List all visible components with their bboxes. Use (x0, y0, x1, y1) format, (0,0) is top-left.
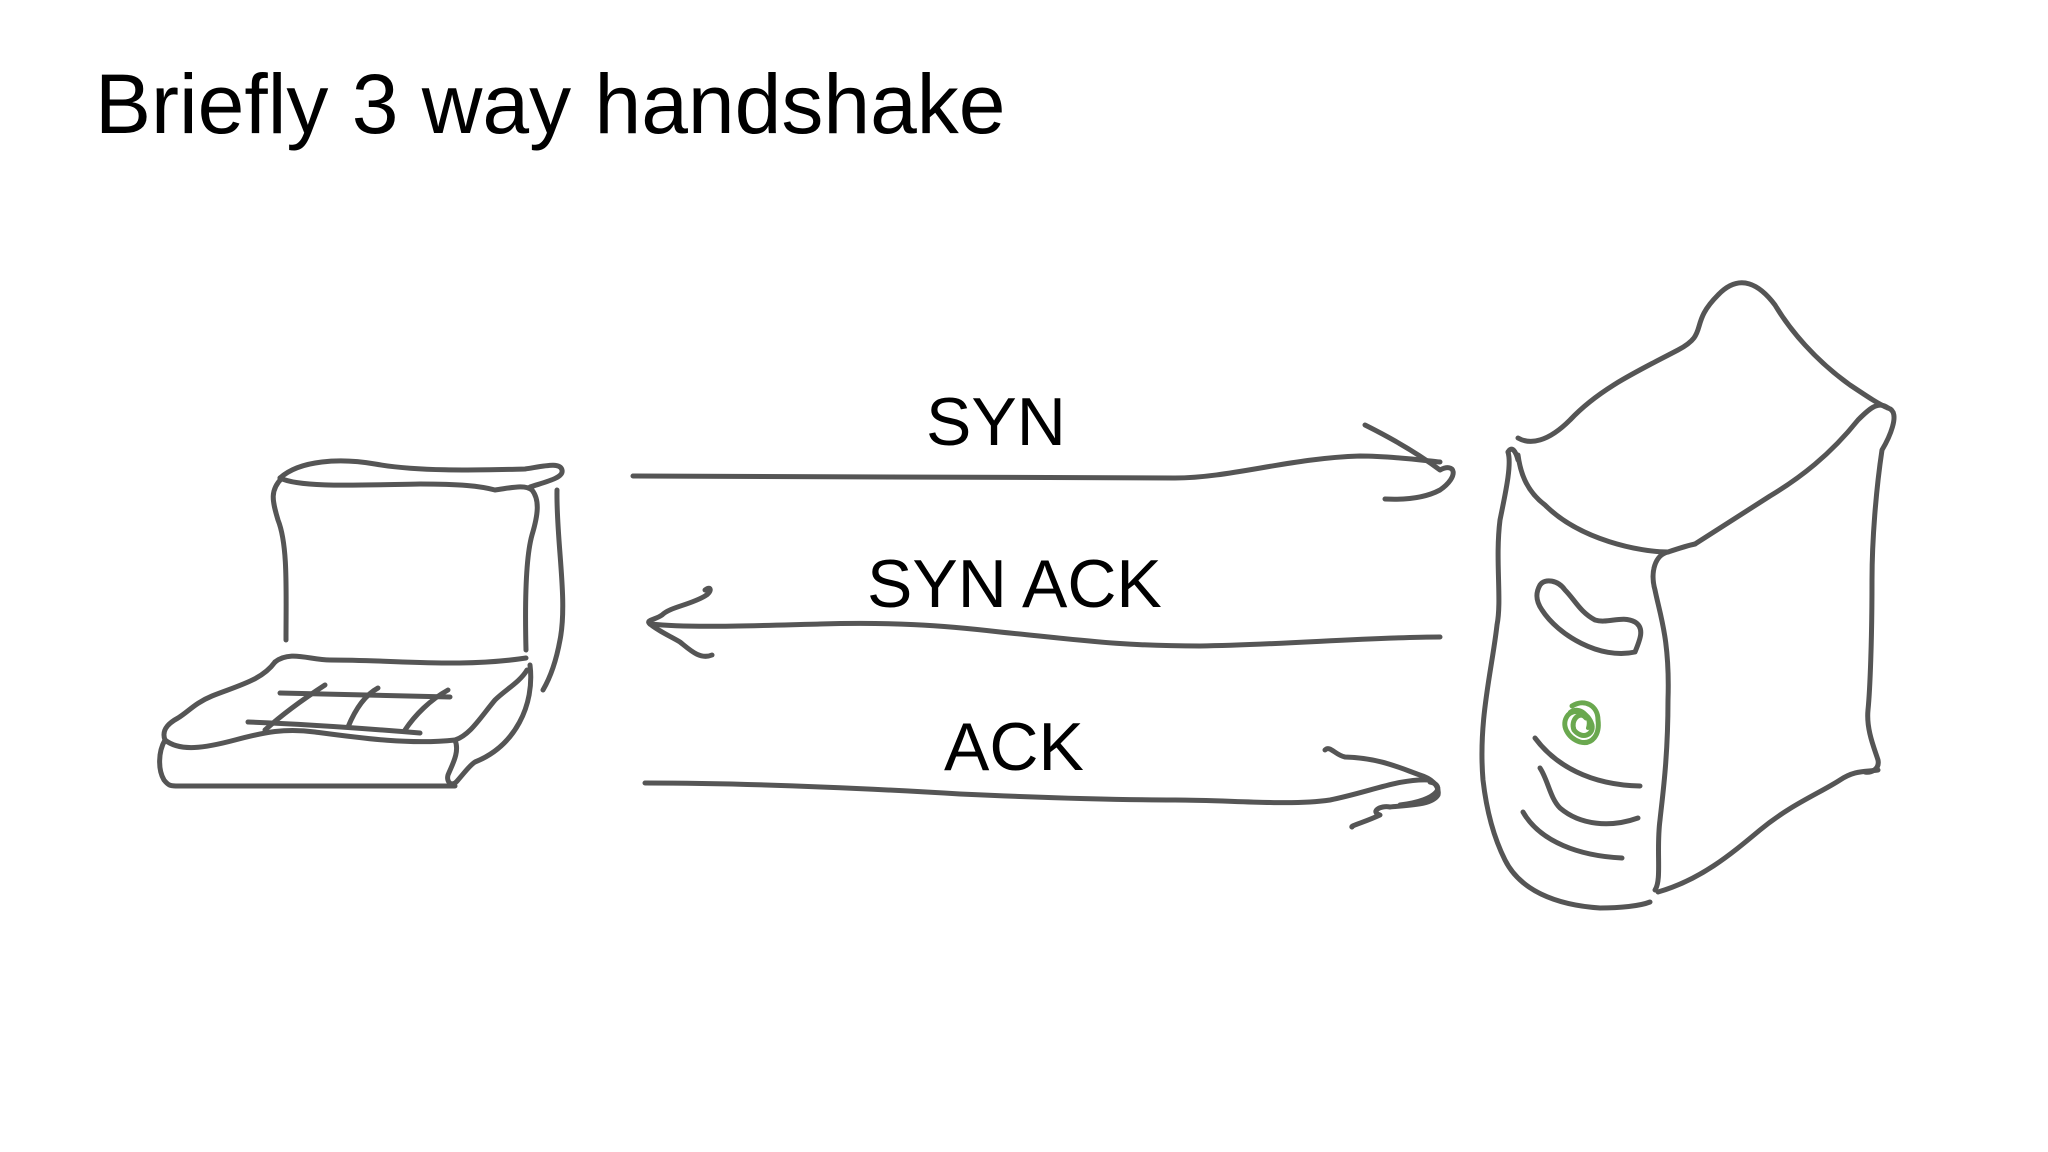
power-led-indicator (1562, 700, 1601, 746)
syn-ack-label: SYN ACK (867, 546, 1162, 622)
laptop-icon (157, 458, 566, 789)
slide-title: Briefly 3 way handshake (95, 57, 1006, 151)
server-tower-icon (1479, 280, 1897, 911)
syn-label: SYN (926, 384, 1066, 460)
ack-arrow (642, 746, 1441, 830)
ack-label: ACK (944, 709, 1084, 785)
syn-arrow (630, 422, 1456, 502)
syn-ack-arrow (646, 585, 1443, 659)
